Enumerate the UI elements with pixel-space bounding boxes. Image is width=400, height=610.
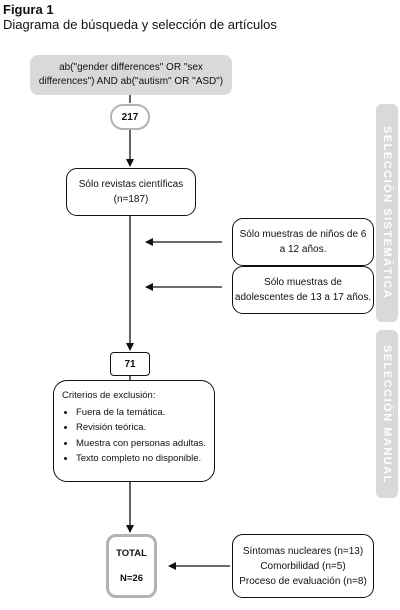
systematic-selection-band: SELECCIÓN SISTEMÁTICA	[376, 104, 398, 322]
query-line-1: ab("gender differences" OR "sex	[59, 61, 203, 73]
total-label: TOTAL	[116, 547, 147, 559]
exclusion-list: Fuera de la temática. Revisión teórica. …	[62, 405, 206, 466]
exclusion-item: Revisión teórica.	[76, 420, 206, 435]
adolescents-filter-box: Sólo muestras de adolescentes de 13 a 17…	[232, 266, 374, 314]
search-query-box: ab("gender differences" OR "sex differen…	[30, 55, 232, 95]
total-node: TOTAL N=26	[106, 534, 157, 598]
children-line-1: Sólo muestras de niños de 6	[239, 229, 367, 240]
exclusion-item: Muestra con personas adultas.	[76, 436, 206, 451]
result-item: Proceso de evaluación (n=8)	[239, 575, 367, 587]
children-filter-box: Sólo muestras de niños de 6 a 12 años.	[232, 218, 374, 266]
result-item: Comorbilidad (n=5)	[260, 560, 346, 572]
journals-line-1: Sólo revistas científicas	[78, 179, 184, 190]
total-value: N=26	[120, 573, 143, 584]
figure-label: Figura 1	[3, 2, 54, 17]
journals-line-2: (n=187)	[113, 194, 149, 205]
initial-count: 217	[121, 111, 139, 123]
exclusion-criteria-box: Criterios de exclusión: Fuera de la temá…	[53, 380, 215, 482]
result-item: Síntomas nucleares (n=13)	[242, 545, 364, 557]
query-line-2: differences") AND ab("autism" OR "ASD")	[38, 76, 224, 87]
exclusion-item: Fuera de la temática.	[76, 405, 206, 420]
manual-count: 71	[124, 358, 136, 370]
adolescents-line-2: adolescentes de 13 a 17 años.	[234, 292, 372, 303]
manual-selection-band: SELECCIÓN MANUAL	[376, 330, 398, 498]
manual-count-node: 71	[110, 352, 150, 376]
manual-selection-label: SELECCIÓN MANUAL	[381, 344, 393, 484]
results-box: Síntomas nucleares (n=13) Comorbilidad (…	[232, 534, 374, 598]
figure-title: Diagrama de búsqueda y selección de artí…	[3, 17, 277, 32]
systematic-selection-label: SELECCIÓN SISTEMÁTICA	[381, 126, 393, 300]
initial-count-node: 217	[110, 104, 150, 130]
adolescents-line-1: Sólo muestras de	[264, 277, 342, 288]
exclusion-item: Texto completo no disponible.	[76, 451, 206, 466]
children-line-2: a 12 años.	[279, 244, 327, 255]
journals-filter-box: Sólo revistas científicas (n=187)	[66, 168, 196, 216]
exclusion-title: Criterios de exclusión:	[62, 390, 156, 401]
